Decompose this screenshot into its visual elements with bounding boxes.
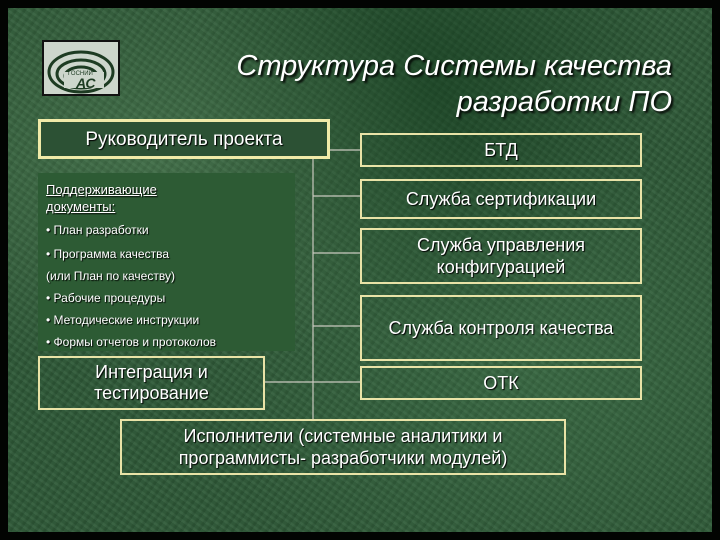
integration-testing-box: Интеграция и тестирование <box>38 356 265 410</box>
logo-text: ГОСНИИ <box>68 71 93 77</box>
document-item: • Программа качества <box>46 247 169 261</box>
document-item: • Формы отчетов и протоколов <box>46 335 217 349</box>
service-box-otk: ОТК <box>360 366 642 400</box>
service-box-quality-control: Служба контроля качества <box>360 295 642 361</box>
logo-mark: АС <box>75 75 96 91</box>
service-box-certification: Служба сертификации <box>360 179 642 219</box>
supporting-documents-panel: Поддерживающие документы: • План разрабо… <box>38 173 295 351</box>
service-box-btd: БТД <box>360 133 642 167</box>
document-item: (или План по качеству) <box>46 269 175 283</box>
service-box-configuration: Служба управления конфигурацией <box>360 228 642 284</box>
document-item: • Методические инструкции <box>46 313 200 327</box>
document-item: • Рабочие процедуры <box>46 291 166 305</box>
documents-heading: Поддерживающие документы: <box>46 182 157 214</box>
slide-title: Структура Системы качества разработки ПО <box>112 48 672 120</box>
title-line-2: разработки ПО <box>456 86 672 118</box>
performers-box: Исполнители (системные аналитики и прогр… <box>120 419 566 475</box>
logo-emblem-icon: ГОСНИИ АС <box>47 50 115 94</box>
document-item: • План разработки <box>46 223 149 237</box>
connector-lines <box>265 149 360 419</box>
title-line-1: Структура Системы качества <box>236 50 672 82</box>
logo: ГОСНИИ АС <box>42 40 120 96</box>
project-manager-box: Руководитель проекта <box>38 119 330 159</box>
